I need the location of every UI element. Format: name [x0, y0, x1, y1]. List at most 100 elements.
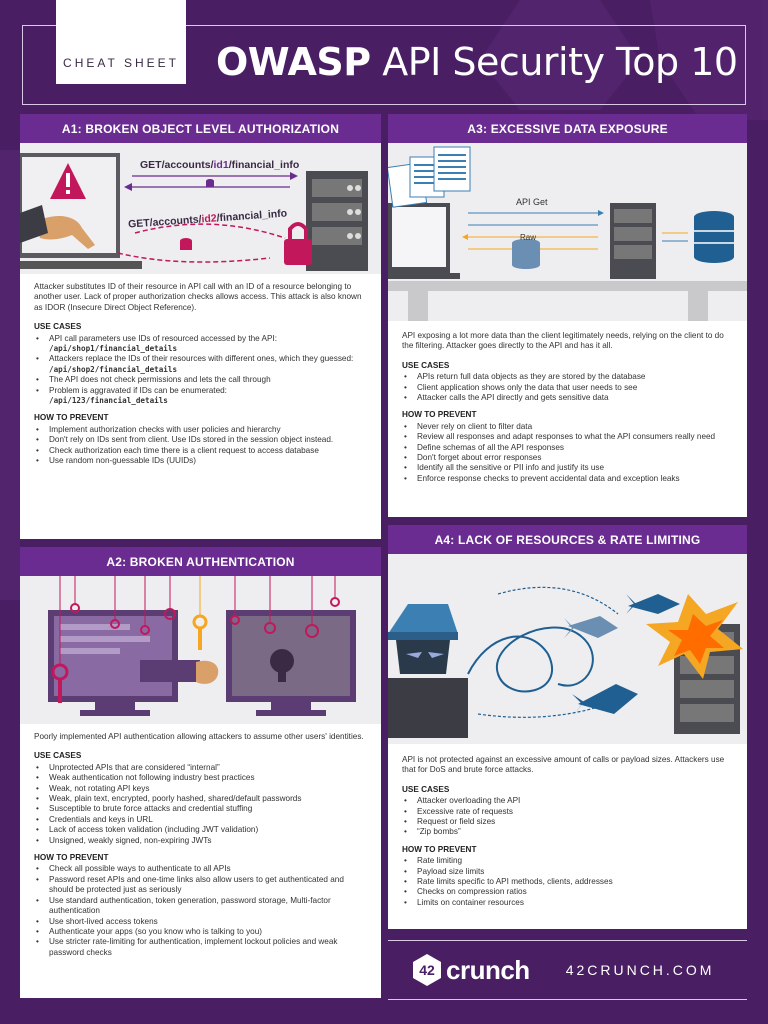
a4-prevent-heading: HOW TO PREVENT	[402, 844, 477, 854]
a1-uc1: API call parameters use IDs of resourced…	[49, 333, 277, 343]
a2-body: Poorly implemented API authentication al…	[20, 724, 381, 958]
a4-use-cases-heading: USE CASES	[402, 784, 450, 794]
footer: 42 crunch 42CRUNCH.COM	[388, 940, 747, 1000]
list-item: The API does not check permissions and l…	[34, 375, 367, 386]
header-frame	[22, 25, 746, 105]
list-item: Use standard authentication, token gener…	[34, 896, 367, 917]
42crunch-logo[interactable]: 42 crunch	[410, 953, 530, 987]
a1-uc4: Problem is aggravated if IDs can be enum…	[49, 385, 227, 395]
list-item: Request or field sizes	[402, 817, 733, 828]
list-item: Excessive rate of requests	[402, 807, 733, 818]
a4-body: API is not protected against an excessiv…	[388, 744, 747, 909]
hacker-hat-icon	[388, 604, 458, 634]
a1-use-cases-heading: USE CASES	[34, 322, 82, 332]
a2-intro: Poorly implemented API authentication al…	[34, 732, 364, 741]
list-item: Never rely on client to filter data	[402, 422, 733, 433]
a1-url1-pre: GET/accounts/	[140, 159, 214, 171]
card-a1: A1: BROKEN OBJECT LEVEL AUTHORIZATION	[20, 114, 381, 539]
a4-prevent-list: Rate limiting Payload size limits Rate l…	[402, 856, 733, 908]
list-item: Review all responses and adapt responses…	[402, 432, 733, 443]
a2-prevent-list: Check all possible ways to authenticate …	[34, 864, 367, 958]
list-item: Check authorization each time there is a…	[34, 446, 367, 457]
a1-url1-id: id1	[213, 159, 229, 171]
a4-intro: API is not protected against an excessiv…	[402, 755, 725, 775]
a2-prevent-heading: HOW TO PREVENT	[34, 853, 109, 863]
lock-icon	[284, 239, 312, 265]
card-a2-title: A2: BROKEN AUTHENTICATION	[20, 547, 381, 576]
list-item: Susceptible to brute force attacks and c…	[34, 804, 367, 815]
a1-uc4-code: /api/123/financial_details	[49, 396, 168, 406]
card-a2: A2: BROKEN AUTHENTICATION	[20, 547, 381, 998]
list-item: Weak authentication not following indust…	[34, 773, 367, 784]
list-item: Define schemas of all the API responses	[402, 443, 733, 454]
card-a4: A4: LACK OF RESOURCES & RATE LIMITING	[388, 525, 747, 929]
a3-illustration: API Get Raw	[388, 143, 747, 321]
list-item: Weak, not rotating API keys	[34, 784, 367, 795]
a2-use-cases-list: Unprotected APIs that are considered “in…	[34, 763, 367, 847]
list-item: Attacker calls the API directly and gets…	[402, 393, 733, 404]
a4-use-cases-list: Attacker overloading the API Excessive r…	[402, 796, 733, 838]
a1-use-cases-list: API call parameters use IDs of resourced…	[34, 334, 367, 407]
list-item: Checks on compression ratios	[402, 887, 733, 898]
list-item: Password reset APIs and one-time links a…	[34, 875, 367, 896]
list-item: Rate limiting	[402, 856, 733, 867]
page-title: OWASP API Security Top 10	[216, 40, 738, 84]
a1-uc2: Attackers replace the IDs of their resou…	[49, 354, 354, 364]
rocket-icon	[626, 594, 680, 614]
list-item: Use short-lived access tokens	[34, 917, 367, 928]
a3-prevent-list: Never rely on client to filter data Revi…	[402, 422, 733, 485]
card-a1-title: A1: BROKEN OBJECT LEVEL AUTHORIZATION	[20, 114, 381, 143]
list-item: Lack of access token validation (includi…	[34, 825, 367, 836]
list-item: Don't rely on IDs sent from client. Use …	[34, 435, 367, 446]
a2-use-cases-heading: USE CASES	[34, 751, 82, 761]
logo-number: 42	[419, 962, 435, 978]
list-item: Check all possible ways to authenticate …	[34, 864, 367, 875]
cheat-sheet-label: CHEAT SHEET	[63, 56, 179, 70]
hexagon-logo-icon: 42	[410, 953, 444, 987]
list-item: API call parameters use IDs of resourced…	[34, 334, 367, 355]
a1-intro: Attacker substitutes ID of their resourc…	[34, 282, 362, 312]
list-item: “Zip bombs”	[402, 827, 733, 838]
list-item: Enforce response checks to prevent accid…	[402, 474, 733, 485]
list-item: Rate limits specific to API methods, cli…	[402, 877, 733, 888]
a1-body: Attacker substitutes ID of their resourc…	[20, 274, 381, 467]
list-item: Attackers replace the IDs of their resou…	[34, 354, 367, 375]
a2-illustration	[20, 576, 381, 724]
list-item: Weak, plain text, encrypted, poorly hash…	[34, 794, 367, 805]
a3-intro: API exposing a lot more data than the cl…	[402, 331, 724, 351]
a1-uc1-code: /api/shop1/financial_details	[49, 344, 178, 354]
list-item: Don't forget about error responses	[402, 453, 733, 464]
a3-use-cases-list: APIs return full data objects as they ar…	[402, 372, 733, 404]
list-item: Limits on container resources	[402, 898, 733, 909]
keyhole-icon	[270, 649, 294, 673]
list-item: Credentials and keys in URL	[34, 815, 367, 826]
list-item: Problem is aggravated if IDs can be enum…	[34, 386, 367, 407]
a1-illustration: GET/accounts/id1/financial_info GET/acco…	[20, 143, 381, 274]
a3-raw-label: Raw	[520, 233, 537, 242]
a1-prevent-list: Implement authorization checks with user…	[34, 425, 367, 467]
a1-url1-post: /financial_info	[228, 159, 300, 171]
a1-prevent-heading: HOW TO PREVENT	[34, 413, 109, 423]
a4-illustration	[388, 554, 747, 744]
a1-url-legit: GET/accounts/id1/financial_info	[140, 159, 299, 171]
page-title-bold: OWASP	[216, 40, 371, 84]
a3-use-cases-heading: USE CASES	[402, 360, 450, 370]
list-item: Unprotected APIs that are considered “in…	[34, 763, 367, 774]
website-link[interactable]: 42CRUNCH.COM	[565, 962, 715, 978]
page-title-rest: API Security Top 10	[382, 40, 738, 84]
a3-body: API exposing a lot more data than the cl…	[388, 321, 747, 485]
card-a3: A3: EXCESSIVE DATA EXPOSURE	[388, 114, 747, 517]
list-item: Implement authorization checks with user…	[34, 425, 367, 436]
list-item: Unsigned, weakly signed, non-expiring JW…	[34, 836, 367, 847]
list-item: Use stricter rate-limiting for authentic…	[34, 937, 367, 958]
list-item: Attacker overloading the API	[402, 796, 733, 807]
list-item: Use random non-guessable IDs (UUIDs)	[34, 456, 367, 467]
list-item: APIs return full data objects as they ar…	[402, 372, 733, 383]
list-item: Authenticate your apps (so you know who …	[34, 927, 367, 938]
a1-url2-id: id2	[201, 212, 218, 226]
a1-uc2-code: /api/shop2/financial_details	[49, 364, 178, 374]
card-a4-title: A4: LACK OF RESOURCES & RATE LIMITING	[388, 525, 747, 554]
a3-prevent-heading: HOW TO PREVENT	[402, 410, 477, 420]
list-item: Payload size limits	[402, 867, 733, 878]
